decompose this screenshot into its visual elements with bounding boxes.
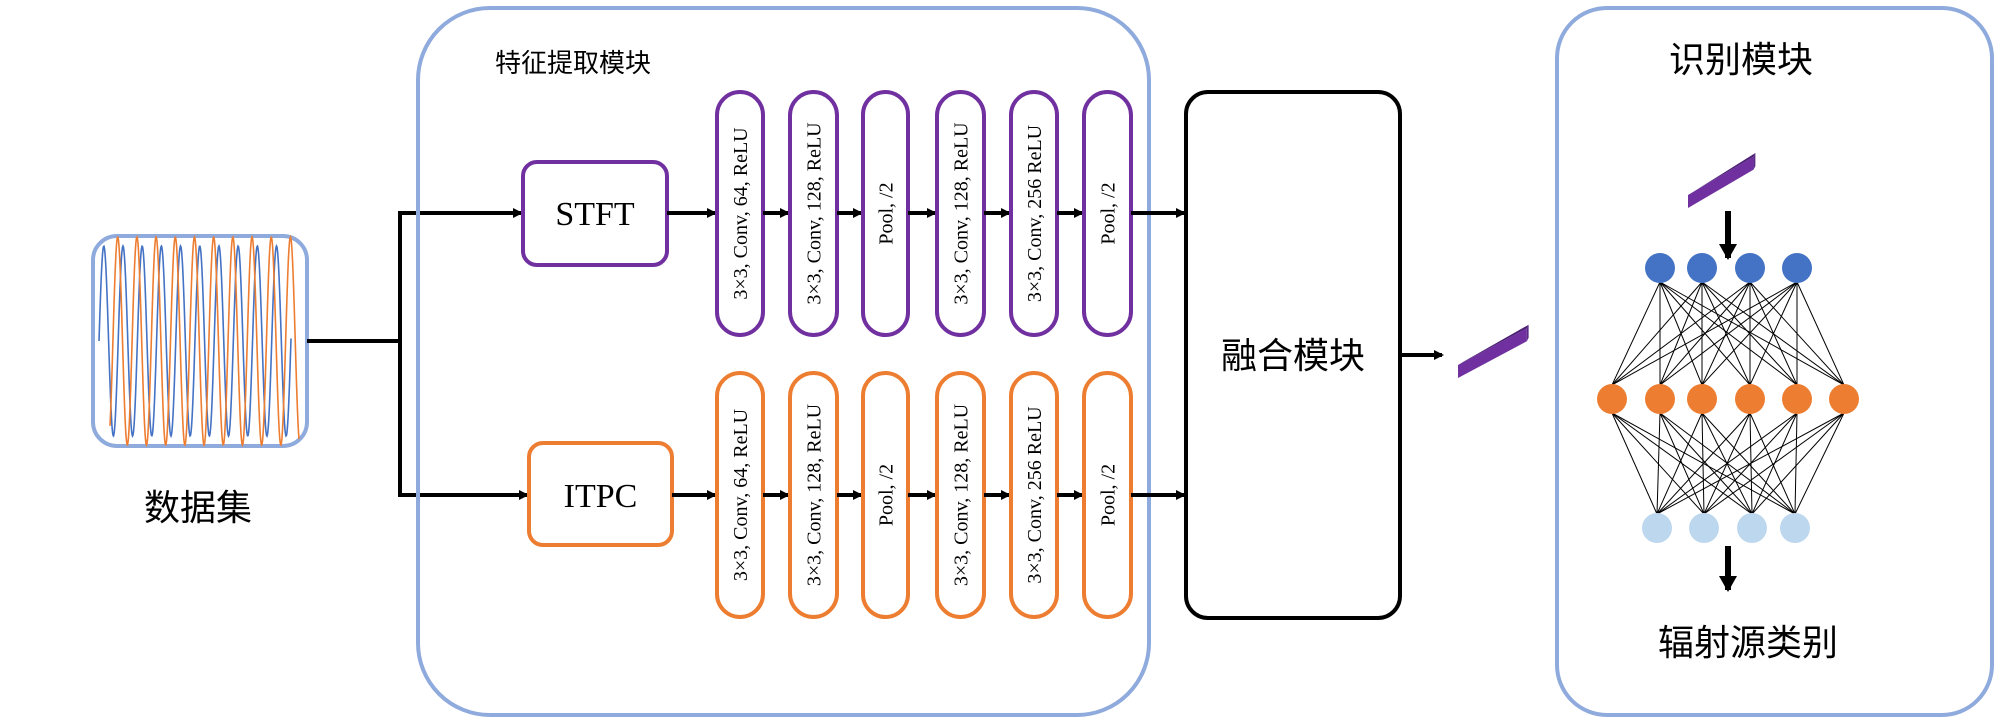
layer-block: 3×3, Conv, 128, ReLU	[935, 371, 986, 619]
feature-extraction-module: 特征提取模块 STFT 3×3, Conv, 64, ReLU 3×3, Conv,…	[416, 6, 1186, 717]
network-node	[1687, 253, 1717, 283]
dataset: 数据集	[91, 234, 309, 529]
network-edge	[1701, 281, 1751, 386]
layer-label: Pool, /2	[876, 182, 898, 244]
network-edge	[1611, 281, 1661, 386]
layer-label: 3×3, Conv, 64, ReLU	[730, 127, 752, 300]
layer-label: Pool, /2	[876, 464, 898, 526]
recognition-module-frame	[1555, 6, 1994, 717]
network-layer-2	[1597, 384, 1859, 414]
network-node	[1645, 253, 1675, 283]
layer-label: 3×3, Conv, 128, ReLU	[804, 122, 826, 305]
network-node	[1645, 384, 1675, 414]
bar-end	[1526, 324, 1529, 342]
network-edge	[1659, 412, 1753, 515]
neural-network	[1597, 253, 1859, 543]
network-node	[1642, 513, 1672, 543]
network-edge	[1656, 412, 1845, 515]
layer-block: 3×3, Conv, 256 ReLU	[1009, 371, 1059, 619]
network-edge	[1656, 412, 1703, 515]
network-edge	[1794, 412, 1798, 515]
network-layer-3	[1642, 513, 1810, 543]
fusion-module-label: 融合模块	[1221, 336, 1365, 377]
output-class-label: 辐射源类别	[1658, 623, 1838, 664]
recognition-module: 识别模块 辐射源类别	[1555, 6, 1994, 717]
network-edge	[1794, 412, 1845, 515]
network-edge	[1611, 412, 1658, 515]
network-node	[1782, 384, 1812, 414]
layer-label: 3×3, Conv, 128, ReLU	[951, 122, 973, 305]
network-edge	[1751, 412, 1845, 515]
layer-block: Pool, /2	[1082, 90, 1133, 337]
branch-itpc: ITPC 3×3, Conv, 64, ReLU 3×3, Conv, 128, R…	[527, 371, 1186, 619]
layer-block: Pool, /2	[1082, 371, 1133, 619]
layer-label: 3×3, Conv, 128, ReLU	[951, 403, 973, 586]
bar-face	[1688, 156, 1754, 208]
dataset-label: 数据集	[144, 488, 252, 529]
network-edge	[1701, 412, 1796, 515]
layer-label: Pool, /2	[1098, 182, 1120, 244]
network-edge	[1659, 281, 1798, 386]
layer-label: Pool, /2	[1098, 464, 1120, 526]
network-edge	[1611, 281, 1751, 386]
waveform-line	[98, 243, 292, 439]
network-node	[1780, 513, 1810, 543]
network-edge	[1656, 412, 1661, 515]
network-edge	[1749, 281, 1798, 386]
bar-top	[1458, 324, 1529, 365]
network-edge	[1656, 412, 1751, 515]
network-edges	[1611, 281, 1845, 515]
layer-block: 3×3, Conv, 64, ReLU	[715, 371, 765, 619]
transform-label: ITPC	[564, 478, 638, 515]
network-edge	[1703, 412, 1845, 515]
network-node	[1829, 384, 1859, 414]
layer-label: 3×3, Conv, 256 ReLU	[1024, 124, 1046, 302]
layer-block: 3×3, Conv, 128, ReLU	[788, 90, 839, 337]
network-layer-1	[1645, 253, 1812, 283]
layer-block: Pool, /2	[861, 90, 910, 337]
layer-label: 3×3, Conv, 128, ReLU	[804, 403, 826, 586]
recognition-module-title: 识别模块	[1669, 40, 1813, 81]
network-node	[1735, 253, 1765, 283]
waveform-line	[109, 234, 300, 448]
layer-block: 3×3, Conv, 64, ReLU	[715, 90, 765, 337]
branch-stft: STFT 3×3, Conv, 64, ReLU 3×3, Conv, 128, R…	[521, 90, 1186, 337]
feature-module-title: 特征提取模块	[495, 49, 651, 79]
dataset-connectors	[307, 208, 529, 500]
network-edge	[1611, 281, 1798, 386]
network-node	[1597, 384, 1627, 414]
network-edge	[1659, 412, 1705, 515]
feature-vector-icon	[1458, 324, 1529, 378]
network-node	[1737, 513, 1767, 543]
bar-end	[1753, 152, 1756, 170]
network-edge	[1656, 412, 1798, 515]
network-node	[1687, 384, 1717, 414]
network-edge	[1796, 281, 1845, 386]
layer-block: 3×3, Conv, 256 ReLU	[1009, 90, 1059, 337]
network-node	[1689, 513, 1719, 543]
layer-label: 3×3, Conv, 64, ReLU	[730, 408, 752, 581]
network-edge	[1659, 281, 1845, 386]
network-edge	[1611, 281, 1703, 386]
layer-block: Pool, /2	[861, 371, 910, 619]
network-edge	[1749, 412, 1796, 515]
network-node	[1735, 384, 1765, 414]
transform-label: STFT	[555, 196, 635, 233]
layer-label: 3×3, Conv, 256 ReLU	[1024, 406, 1046, 584]
layer-block: 3×3, Conv, 128, ReLU	[935, 90, 986, 337]
fusion-module: 融合模块	[1184, 90, 1444, 620]
bar-face	[1458, 328, 1527, 378]
layer-block: 3×3, Conv, 128, ReLU	[788, 371, 839, 619]
network-edge	[1701, 281, 1798, 386]
network-node	[1782, 253, 1812, 283]
signal-waveform-icon	[98, 234, 300, 448]
feature-vector-icon	[1688, 152, 1756, 208]
feature-module-frame	[416, 6, 1151, 717]
